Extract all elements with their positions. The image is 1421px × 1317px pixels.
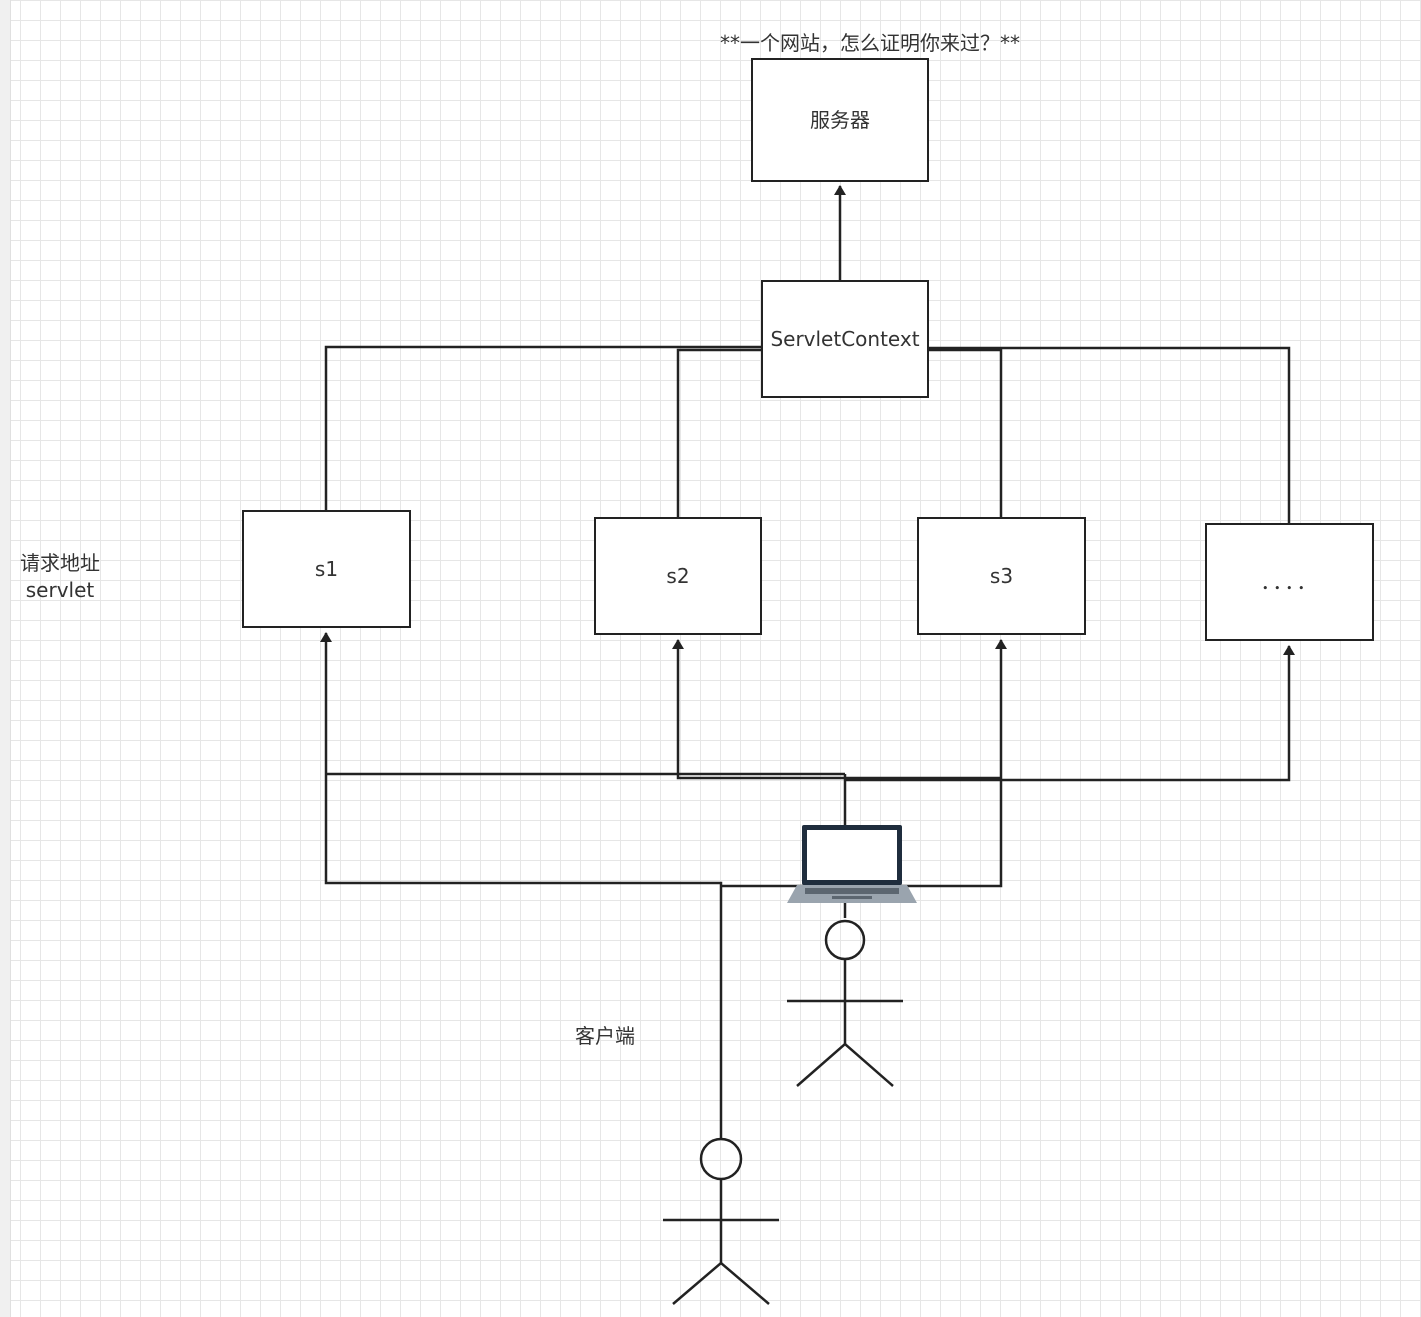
actor2-head [699,1137,743,1181]
request-address-label: 请求地址 [20,551,100,575]
s1-to-context-line [324,345,762,510]
s3-box: s3 [917,517,1086,635]
servletcontext-box: ServletContext [761,280,929,398]
laptop-to-more-arrow [845,645,1295,782]
left-ruler [0,0,11,1317]
actor2-legs [672,1261,770,1305]
more-to-context-line [929,346,1291,523]
s3-to-context-line [929,348,1003,517]
client-to-s1-arrow [320,632,723,1138]
s1-box: s1 [242,510,411,628]
actor1-legs [796,1042,894,1087]
servlet-label: servlet [25,578,95,602]
diagram-title: **一个网站，怎么证明你来过？** [720,31,1020,55]
server-box: 服务器 [751,58,929,182]
laptop-to-s2-arrow [672,639,1001,780]
s2-box: s2 [594,517,762,635]
actor1-head [824,919,866,961]
laptop-icon [787,825,917,903]
more-servlets-box: ．．．． [1205,523,1374,641]
client-label: 客户端 [575,1024,635,1048]
s2-to-context-line [676,348,762,517]
